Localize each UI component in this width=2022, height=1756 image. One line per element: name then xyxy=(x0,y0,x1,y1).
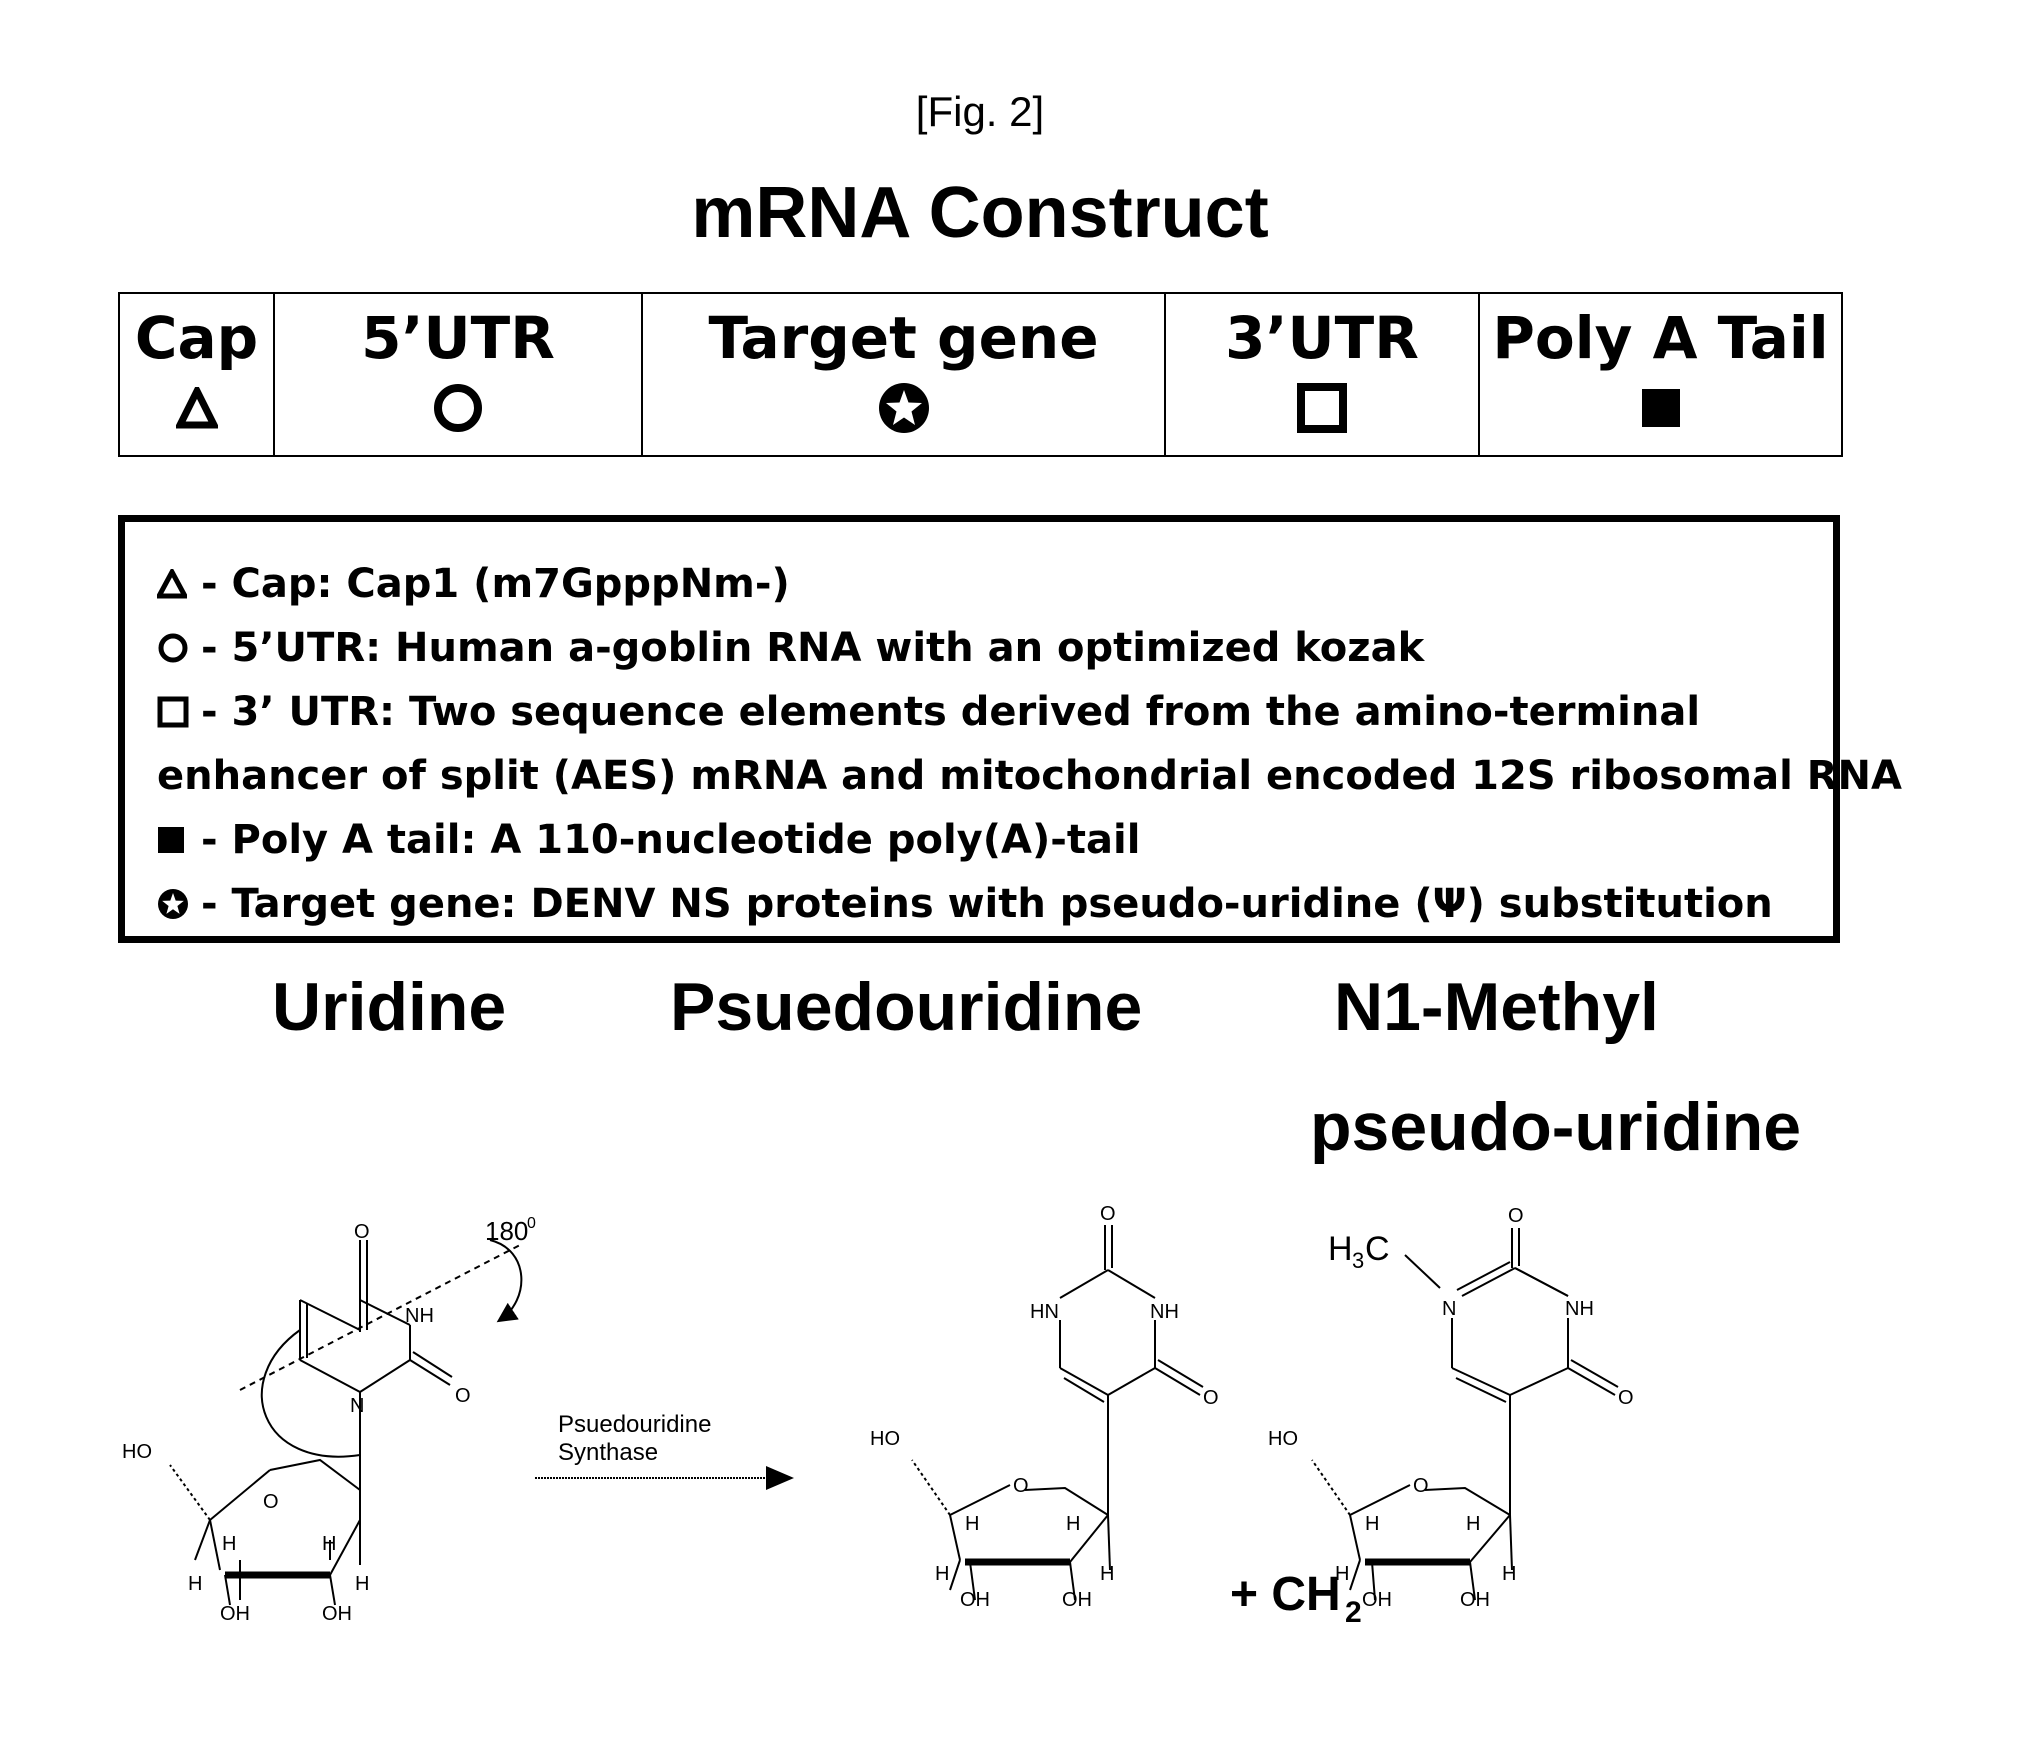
atom-label: N xyxy=(1442,1298,1456,1320)
atom-label: N xyxy=(350,1395,364,1417)
methyl-label: C xyxy=(1365,1230,1390,1268)
rotation-label: 180 xyxy=(485,1216,528,1246)
atom-label: H xyxy=(1466,1513,1480,1535)
atom-label: H xyxy=(322,1533,336,1555)
methyl-subscript: 3 xyxy=(1352,1248,1364,1273)
rotation-superscript: 0 xyxy=(527,1215,536,1232)
plus-ch2-label: + CH xyxy=(1230,1568,1341,1621)
atom-label: NH xyxy=(405,1305,434,1327)
enzyme-label: Psuedouridine xyxy=(558,1411,711,1438)
atom-label: H xyxy=(1365,1513,1379,1535)
atom-label: HO xyxy=(1268,1428,1298,1450)
atom-label: OH xyxy=(322,1603,352,1625)
reaction-arrow: Psuedouridine Synthase xyxy=(535,1411,790,1478)
n1-methyl-atom-labels: O N NH O HO O H H H H OH OH H 3 C xyxy=(1268,1205,1634,1611)
methyl-label: H xyxy=(1328,1230,1353,1268)
atom-label: HN xyxy=(1030,1301,1059,1323)
atom-label: O xyxy=(354,1221,370,1243)
pseudouridine-structure xyxy=(912,1225,1203,1600)
enzyme-label: Synthase xyxy=(558,1439,658,1466)
atom-label: O xyxy=(1100,1203,1116,1225)
atom-label: H xyxy=(355,1573,369,1595)
atom-label: O xyxy=(1508,1205,1524,1227)
atom-label: O xyxy=(1413,1475,1429,1497)
atom-label: OH xyxy=(1460,1589,1490,1611)
uridine-atom-labels: O NH O N HO O H H H H OH OH 180 0 xyxy=(122,1215,536,1625)
n1-methyl-pseudouridine-structure xyxy=(1312,1228,1618,1600)
atom-label: O xyxy=(263,1491,279,1513)
atom-label: NH xyxy=(1150,1301,1179,1323)
atom-label: H xyxy=(935,1563,949,1585)
atom-label: OH xyxy=(1362,1589,1392,1611)
atom-label: H xyxy=(222,1533,236,1555)
atom-label: O xyxy=(1618,1387,1634,1409)
atom-label: H xyxy=(1100,1563,1114,1585)
atom-label: OH xyxy=(220,1603,250,1625)
atom-label: H xyxy=(1066,1513,1080,1535)
atom-label: HO xyxy=(122,1441,152,1463)
atom-label: OH xyxy=(960,1589,990,1611)
pseudouridine-atom-labels: O HN NH O HO O H H H H OH OH xyxy=(870,1203,1219,1611)
atom-label: H xyxy=(1502,1563,1516,1585)
plus-ch2-subscript: 2 xyxy=(1345,1596,1362,1629)
atom-label: H xyxy=(965,1513,979,1535)
atom-label: HO xyxy=(870,1428,900,1450)
atom-label: H xyxy=(188,1573,202,1595)
atom-label: O xyxy=(1013,1475,1029,1497)
atom-label: NH xyxy=(1565,1298,1594,1320)
atom-label: O xyxy=(455,1385,471,1407)
atom-label: OH xyxy=(1062,1589,1092,1611)
atom-label: O xyxy=(1203,1387,1219,1409)
